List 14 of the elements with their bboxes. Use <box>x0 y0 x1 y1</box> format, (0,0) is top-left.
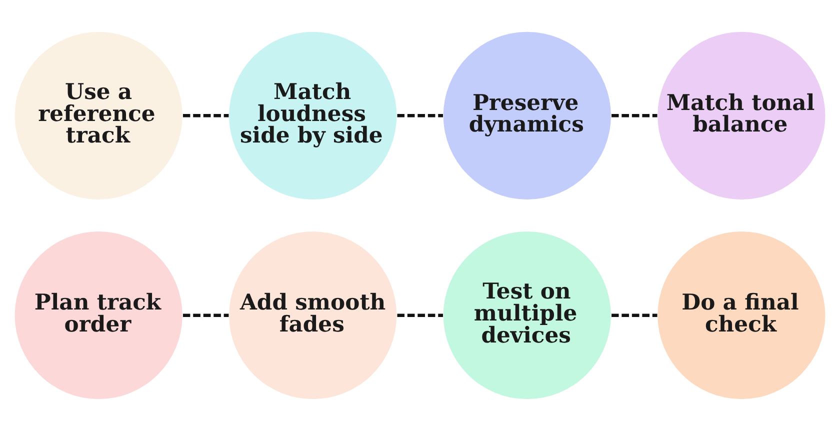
node-circle: Use a reference track <box>14 31 182 199</box>
node-circle: Preserve dynamics <box>443 31 611 199</box>
connector <box>182 313 229 316</box>
node-circle: Do a final check <box>658 231 826 399</box>
node-circle: Add smooth fades <box>229 231 397 399</box>
connector <box>612 114 658 117</box>
node-circle: Match tonal balance <box>658 31 826 199</box>
connector <box>612 313 658 316</box>
node-circle: Test on multiple devices <box>443 231 611 399</box>
connector <box>182 114 229 117</box>
connector <box>397 114 443 117</box>
node-circle: Match loudness side by side <box>229 31 397 199</box>
connector <box>397 313 443 316</box>
node-circle: Plan track order <box>14 231 182 399</box>
